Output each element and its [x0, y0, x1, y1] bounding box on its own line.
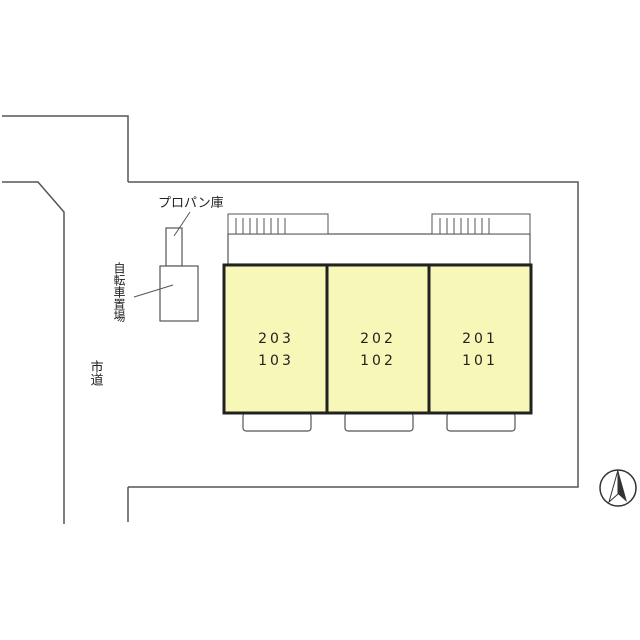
- road-edge-top: [2, 115, 129, 182]
- bicycle-parking: [159, 265, 199, 322]
- bicycle-leader: [133, 284, 174, 298]
- unit-number-lower: 101: [462, 353, 498, 369]
- unit-block: [325, 263, 431, 415]
- unit-number-upper: 203: [258, 331, 294, 347]
- unit-number-upper: 202: [360, 331, 396, 347]
- balcony-unit-3: [446, 412, 516, 432]
- road-label: 市道: [88, 359, 104, 386]
- unit-block: [427, 263, 533, 415]
- north-arrow-icon: [599, 469, 637, 507]
- unit-column-2: 202 102: [325, 263, 431, 415]
- site-boundary: [128, 181, 579, 488]
- road: [2, 115, 129, 524]
- corridor: [227, 233, 531, 265]
- road-edge-left: [2, 181, 65, 524]
- unit-column-3: 201 101: [427, 263, 533, 415]
- balcony-unit-1: [242, 412, 312, 432]
- propane-label: プロパン庫: [158, 196, 224, 211]
- unit-column-1: 203 103: [222, 263, 329, 415]
- balcony-unit-2: [344, 412, 414, 432]
- unit-number-lower: 103: [258, 353, 294, 369]
- propane-leader: [173, 211, 191, 237]
- unit-number-lower: 102: [360, 353, 396, 369]
- unit-number-upper: 201: [462, 331, 498, 347]
- bicycle-label: 自転車置場: [112, 262, 126, 323]
- stairs-left: [227, 213, 329, 235]
- propane-storage: [165, 227, 183, 267]
- unit-block: [222, 263, 329, 415]
- stairs-right: [431, 213, 531, 235]
